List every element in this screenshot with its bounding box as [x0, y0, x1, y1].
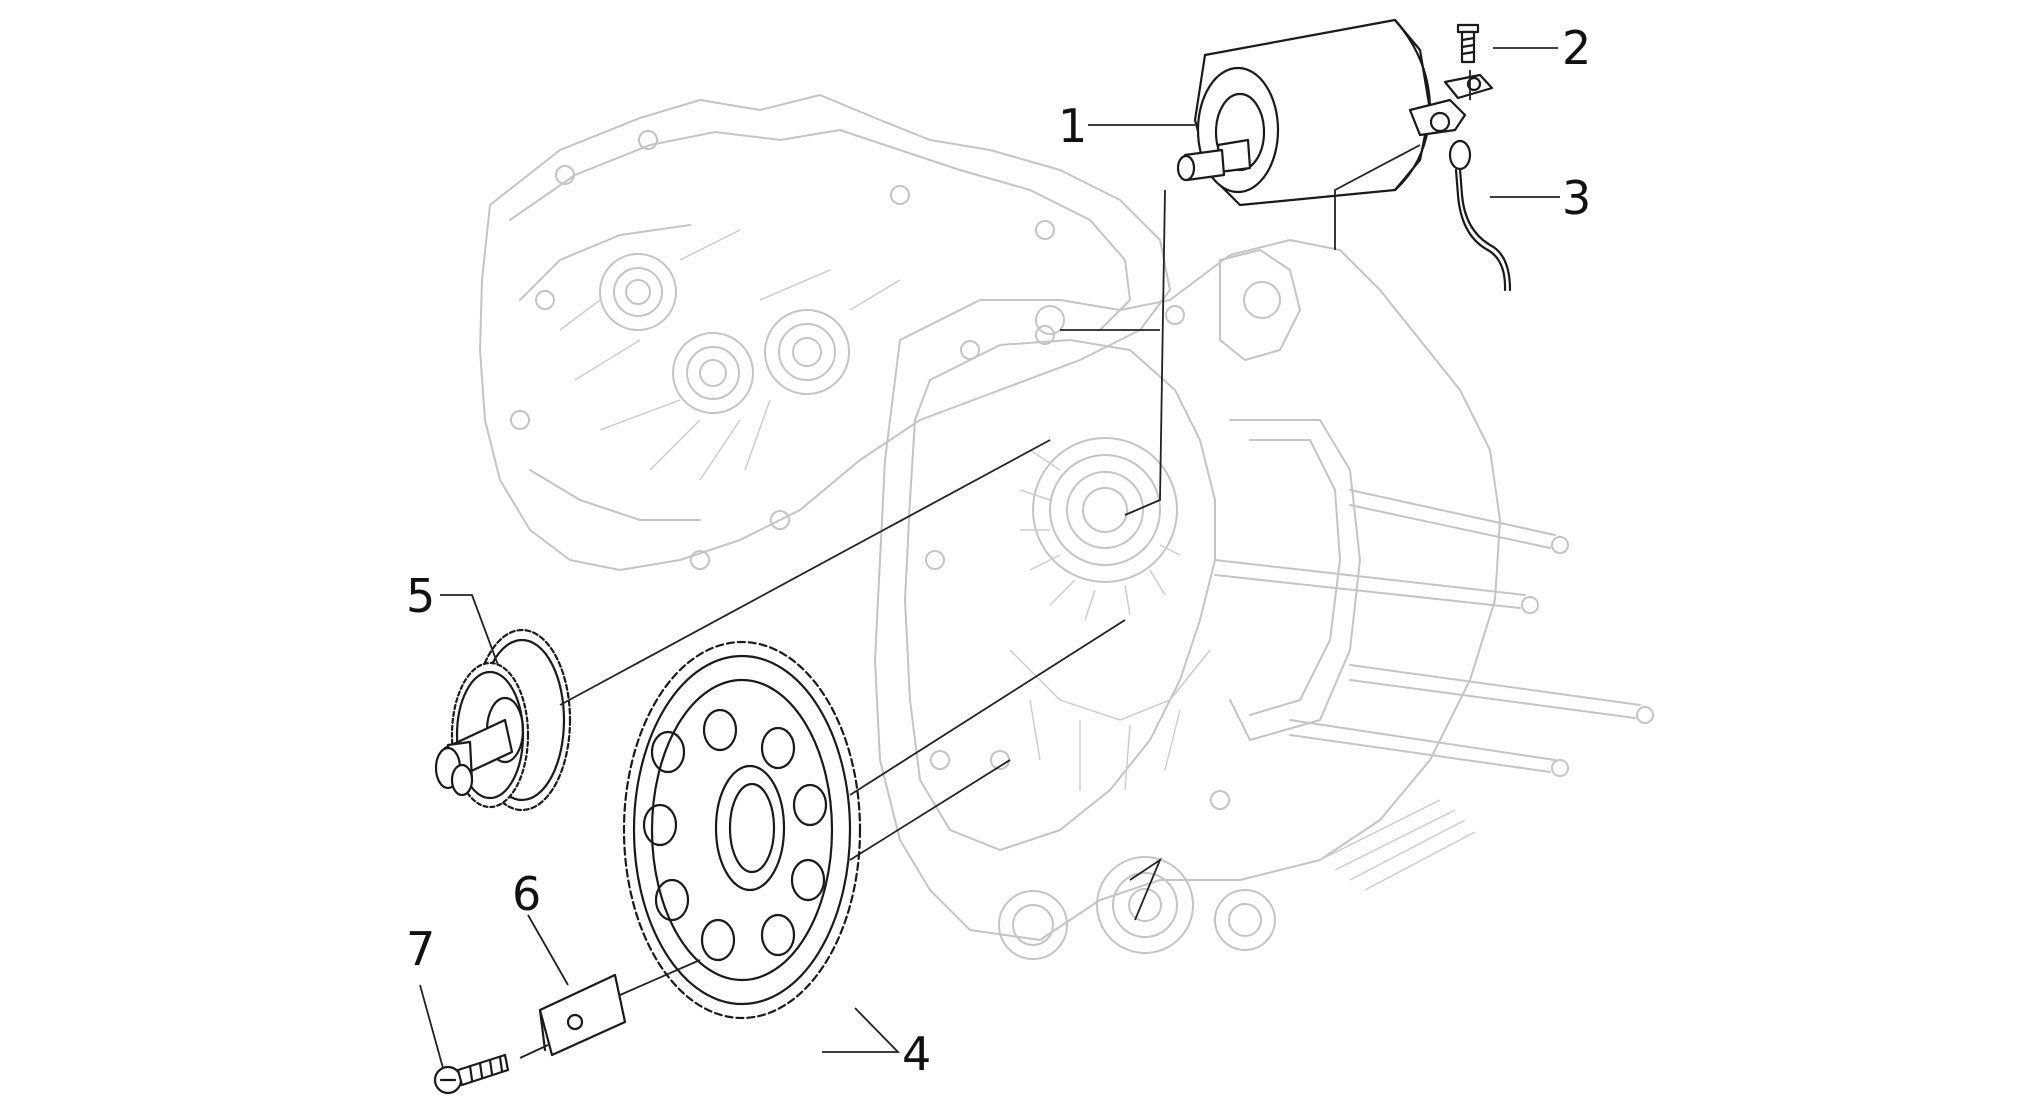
large-driven-gear: [622, 640, 862, 1020]
assembly-guides: [519, 70, 1471, 1059]
callout-leaders: [419, 47, 1560, 1069]
callout-4: 4: [902, 1027, 931, 1081]
callout-2: 2: [1562, 21, 1591, 75]
terminal-bolt: [1443, 23, 1494, 100]
callout-3: 3: [1562, 171, 1591, 225]
callout-5: 5: [406, 569, 435, 623]
callout-6: 6: [512, 867, 541, 921]
intermediate-double-gear: [434, 628, 572, 812]
retaining-plate: [538, 973, 627, 1057]
ground-cable: [1448, 139, 1512, 292]
crankcase-left-housing: [479, 94, 1171, 571]
callout-7: 7: [406, 922, 435, 976]
fixing-screw: [433, 1053, 510, 1095]
crankcase-right-housing: [874, 239, 1654, 960]
callout-1: 1: [1058, 99, 1087, 153]
callout-labels: 1 2 3 4 5 6 7: [406, 21, 1591, 1081]
starter-motor: [1176, 18, 1467, 207]
